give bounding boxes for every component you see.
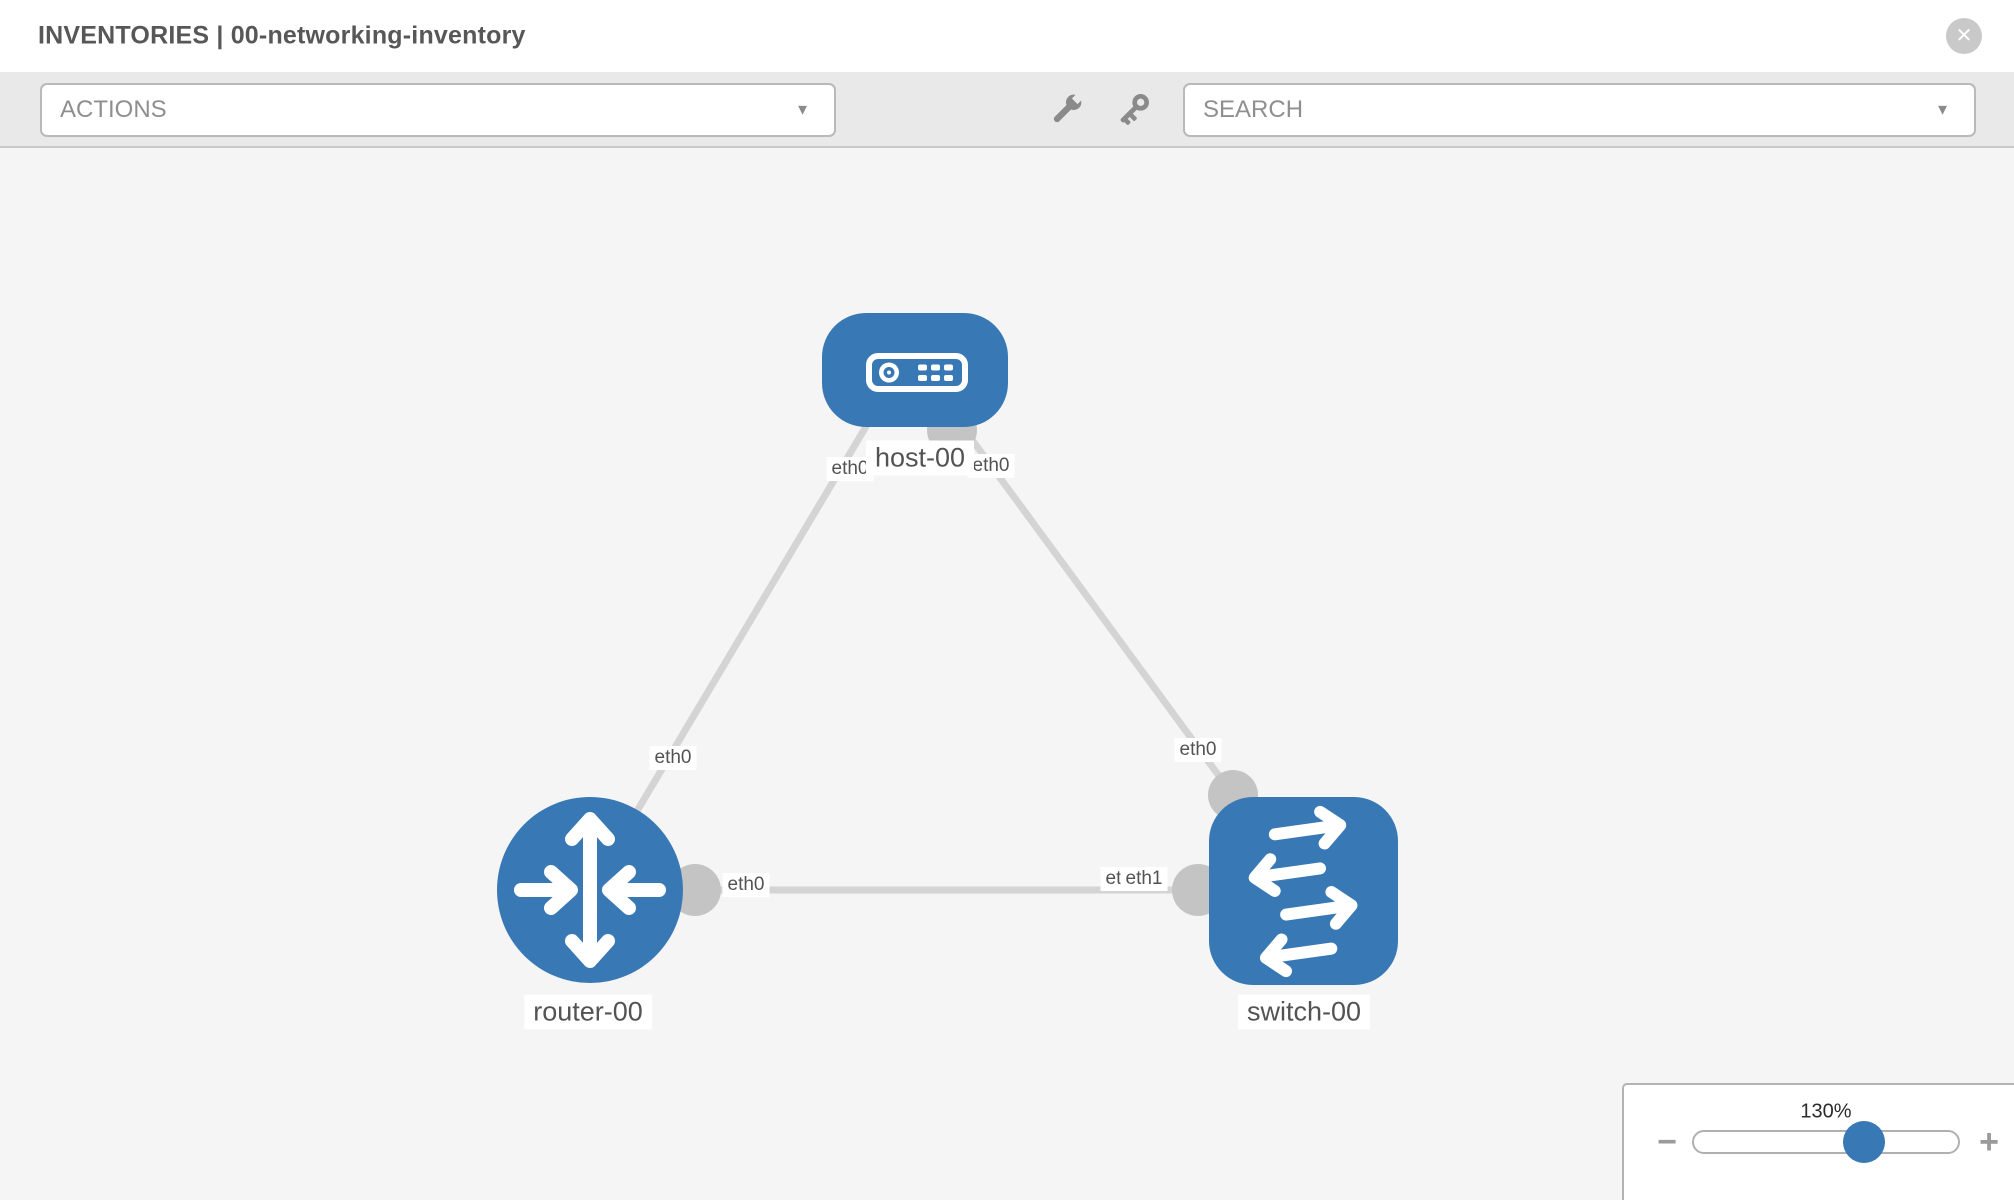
node-label-switch: switch-00: [1237, 994, 1371, 1030]
key-icon: [1120, 94, 1149, 125]
interface-label-eth0: eth0: [1174, 738, 1222, 762]
topology-canvas[interactable]: eth0 eth0 eth0 eth0 eth0 eth0 eth1 host-…: [0, 148, 2014, 1200]
switch-icon: [1248, 805, 1358, 978]
toolbar: ACTIONS ▼ SEARCH ▼: [0, 72, 2014, 148]
chevron-down-icon: ▼: [1935, 101, 1950, 119]
close-button[interactable]: ✕: [1946, 18, 1982, 54]
plus-icon: +: [1979, 1123, 1999, 1161]
host-icon: [866, 353, 968, 392]
actions-dropdown[interactable]: ACTIONS ▼: [40, 83, 836, 137]
wrench-icon: [1053, 93, 1083, 123]
configure-button[interactable]: [1046, 90, 1086, 130]
interface-label-eth0: eth0: [722, 873, 770, 897]
zoom-level-value: 130%: [1800, 1100, 1852, 1123]
node-router[interactable]: [497, 797, 683, 983]
actions-dropdown-label: ACTIONS: [60, 96, 167, 123]
page-title: INVENTORIES | 00-networking-inventory: [38, 21, 526, 50]
node-host[interactable]: [822, 313, 1008, 427]
header: INVENTORIES | 00-networking-inventory ✕: [0, 0, 2014, 72]
link-host-router[interactable]: [586, 401, 884, 892]
zoom-control-panel: 130% − +: [1622, 1083, 2014, 1200]
chevron-down-icon: ▼: [795, 101, 810, 119]
credentials-button[interactable]: [1113, 90, 1153, 130]
zoom-slider-thumb[interactable]: [1843, 1121, 1885, 1163]
search-dropdown-label: SEARCH: [1203, 96, 1304, 123]
interface-label-eth0: eth0: [967, 454, 1015, 478]
interface-label-eth0: eth0: [826, 457, 874, 481]
node-label-router: router-00: [524, 994, 652, 1030]
zoom-in-button[interactable]: +: [1979, 1125, 1999, 1159]
interface-label-eth0: eth0: [649, 746, 697, 770]
topology-svg: [497, 313, 1398, 985]
zoom-out-button[interactable]: −: [1657, 1125, 1677, 1159]
zoom-slider-track[interactable]: [1692, 1130, 1960, 1154]
search-dropdown[interactable]: SEARCH ▼: [1183, 83, 1976, 137]
router-icon: [514, 812, 666, 968]
close-icon: ✕: [1955, 25, 1973, 47]
node-switch[interactable]: [1209, 797, 1398, 985]
node-label-host: host-00: [865, 440, 975, 476]
interface-label-eth1: eth1: [1120, 867, 1168, 891]
minus-icon: −: [1657, 1123, 1677, 1161]
